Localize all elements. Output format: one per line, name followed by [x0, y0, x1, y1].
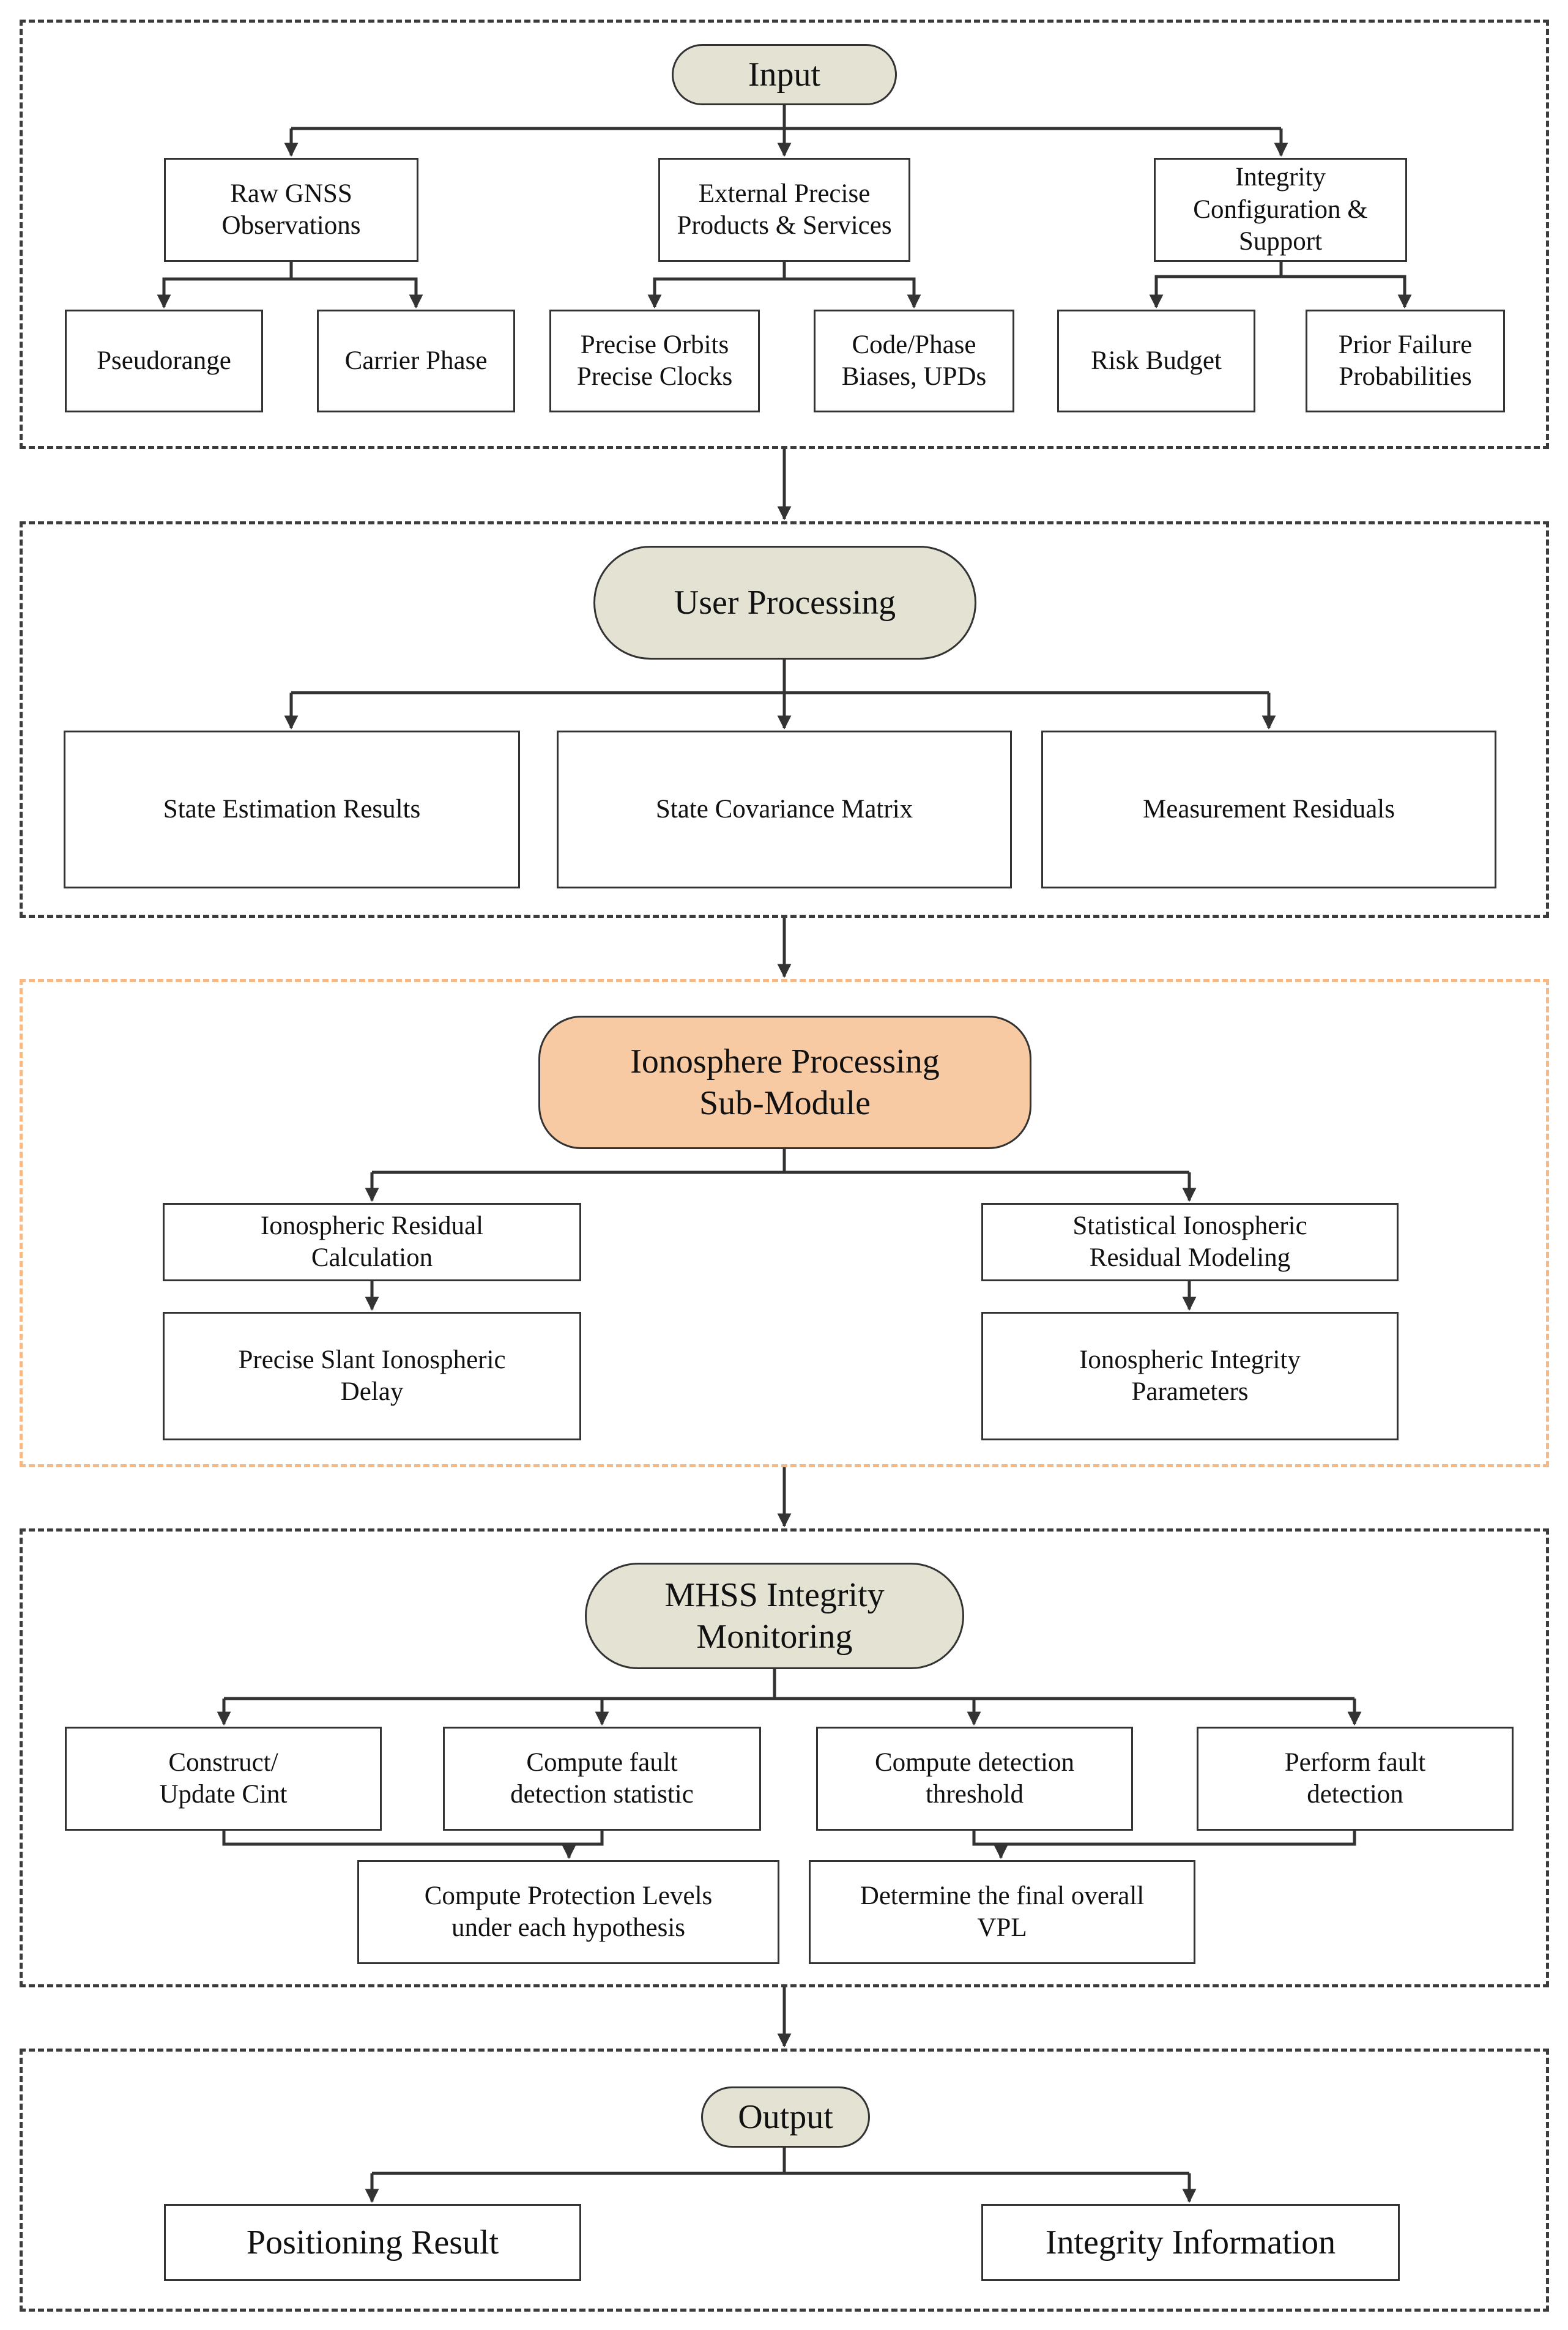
code-phase-label: Code/Phase Biases, UPDs — [841, 330, 987, 391]
external-branch — [647, 262, 786, 309]
mhss-section — [20, 1528, 1549, 1987]
slant-delay-box: Precise Slant Ionospheric Delay — [163, 1312, 581, 1440]
output-section — [20, 2049, 1549, 2312]
output-terminal: Output — [701, 2086, 870, 2148]
integrity-config-box: Integrity Configuration & Support — [1154, 158, 1407, 262]
user-processing-title: User Processing — [674, 583, 896, 622]
measurement-residuals-box: Measurement Residuals — [1041, 731, 1496, 888]
prior-failure-label: Prior Failure Probabilities — [1338, 330, 1473, 391]
raw-gnss-branch-right — [291, 277, 423, 309]
external-precise-label: External Precise Products & Services — [677, 179, 892, 240]
residual-calc-box: Ionospheric Residual Calculation — [163, 1203, 581, 1281]
final-vpl-label: Determine the final overall VPL — [860, 1881, 1145, 1942]
state-estimation-label: State Estimation Results — [163, 794, 421, 824]
ionosphere-title: Ionosphere Processing Sub-Module — [630, 1042, 940, 1122]
ionosphere-terminal: Ionosphere Processing Sub-Module — [538, 1016, 1031, 1149]
residual-calc-label: Ionospheric Residual Calculation — [260, 1211, 484, 1272]
construct-cint-box: Construct/ Update Cint — [65, 1727, 382, 1831]
state-estimation-box: State Estimation Results — [64, 731, 520, 888]
positioning-result-label: Positioning Result — [246, 2223, 499, 2261]
integrity-config-label: Integrity Configuration & Support — [1193, 163, 1368, 256]
prior-failure-box: Prior Failure Probabilities — [1306, 310, 1505, 412]
external-branch-right — [784, 277, 921, 309]
precise-orbits-box: Precise Orbits Precise Clocks — [549, 310, 760, 412]
fault-detection-label: Perform fault detection — [1284, 1748, 1426, 1809]
fault-statistic-box: Compute fault detection statistic — [443, 1727, 761, 1831]
final-vpl-box: Determine the final overall VPL — [809, 1860, 1195, 1964]
fault-statistic-label: Compute fault detection statistic — [510, 1748, 694, 1809]
raw-gnss-box: Raw GNSS Observations — [164, 158, 418, 262]
statistical-modeling-box: Statistical Ionospheric Residual Modelin… — [981, 1203, 1399, 1281]
slant-delay-label: Precise Slant Ionospheric Delay — [238, 1345, 506, 1406]
pseudorange-label: Pseudorange — [97, 346, 231, 375]
integrity-params-label: Ionospheric Integrity Parameters — [1079, 1345, 1301, 1406]
integrity-information-box: Integrity Information — [981, 2204, 1400, 2281]
pseudorange-box: Pseudorange — [65, 310, 263, 412]
right-pair-bracket — [972, 1831, 1356, 1846]
fault-detection-box: Perform fault detection — [1197, 1727, 1514, 1831]
protection-levels-box: Compute Protection Levels under each hyp… — [357, 1860, 779, 1964]
raw-gnss-branch — [157, 262, 293, 309]
raw-gnss-label: Raw GNSS Observations — [221, 179, 361, 240]
input-terminal: Input — [672, 44, 897, 105]
statistical-modeling-label: Statistical Ionospheric Residual Modelin… — [1072, 1211, 1307, 1272]
external-precise-box: External Precise Products & Services — [658, 158, 910, 262]
left-pair-bracket — [222, 1831, 604, 1846]
input-section — [20, 20, 1549, 449]
state-covariance-box: State Covariance Matrix — [557, 731, 1012, 888]
mhss-terminal: MHSS Integrity Monitoring — [585, 1563, 964, 1669]
detection-threshold-label: Compute detection threshold — [874, 1748, 1074, 1809]
detection-threshold-box: Compute detection threshold — [816, 1727, 1133, 1831]
integrity-branch-right — [1281, 275, 1412, 309]
mhss-title: MHSS Integrity Monitoring — [664, 1576, 885, 1656]
user-processing-terminal: User Processing — [593, 546, 976, 660]
integrity-params-box: Ionospheric Integrity Parameters — [981, 1312, 1399, 1440]
code-phase-box: Code/Phase Biases, UPDs — [814, 310, 1014, 412]
output-title: Output — [738, 2097, 833, 2136]
integrity-branch — [1149, 262, 1283, 309]
ionosphere-section — [20, 979, 1549, 1467]
protection-levels-label: Compute Protection Levels under each hyp… — [424, 1881, 713, 1942]
risk-budget-label: Risk Budget — [1091, 346, 1222, 375]
carrier-phase-box: Carrier Phase — [317, 310, 515, 412]
user-processing-section — [20, 521, 1549, 918]
positioning-result-box: Positioning Result — [164, 2204, 581, 2281]
carrier-phase-label: Carrier Phase — [344, 346, 488, 375]
measurement-residuals-label: Measurement Residuals — [1143, 794, 1395, 824]
integrity-information-label: Integrity Information — [1045, 2223, 1336, 2261]
state-covariance-label: State Covariance Matrix — [655, 794, 913, 824]
precise-orbits-label: Precise Orbits Precise Clocks — [576, 330, 733, 391]
construct-cint-label: Construct/ Update Cint — [159, 1748, 288, 1809]
input-title: Input — [748, 55, 821, 94]
risk-budget-box: Risk Budget — [1057, 310, 1255, 412]
